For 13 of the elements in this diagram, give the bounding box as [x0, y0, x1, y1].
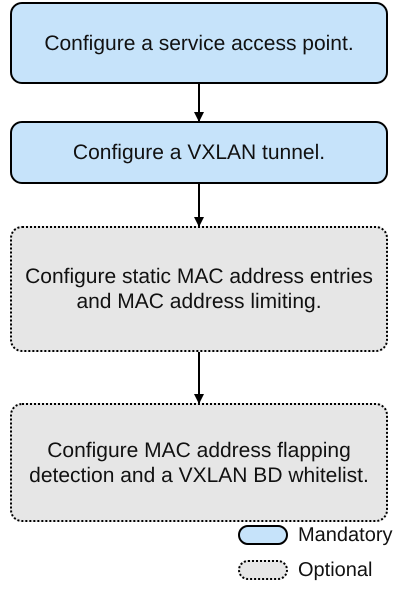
- process-box: [10, 121, 388, 184]
- step-text: Configure a VXLAN tunnel.: [72, 140, 326, 165]
- step-text: Configure MAC address flapping detection and a VXLAN BD whitelist.: [28, 438, 370, 488]
- arrow: [194, 84, 204, 122]
- step-text: Configure a service access point.: [44, 30, 354, 56]
- process-box: [10, 226, 388, 352]
- arrow: [194, 352, 204, 404]
- arrow: [194, 184, 204, 227]
- legend-label: Optional: [298, 558, 372, 582]
- process-box: [10, 2, 388, 84]
- legend-label: Mandatory: [298, 523, 392, 547]
- process-box: [10, 403, 388, 522]
- step-text: Configure static MAC address entries and MAC address limiting.: [24, 264, 374, 314]
